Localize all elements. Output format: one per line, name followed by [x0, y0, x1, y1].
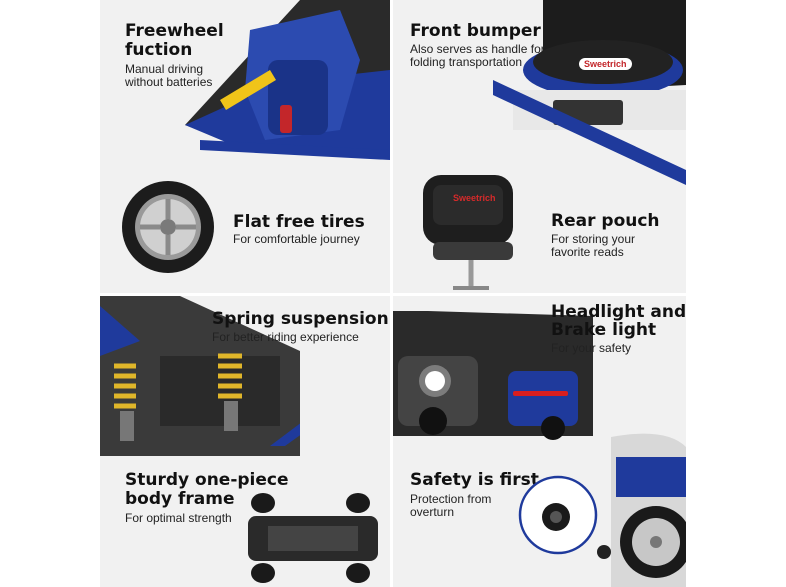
front-bumper-image — [493, 0, 686, 185]
freewheel-title-line2: fuction — [125, 40, 193, 60]
headlight-brake-image — [393, 311, 593, 440]
front-bumper-subtitle-line1: Also serves as handle for — [410, 42, 545, 56]
safety-title: Safety is first — [410, 470, 539, 490]
body-frame-subtitle: For optimal strength — [125, 511, 232, 525]
freewheel-subtitle-line1: Manual driving — [125, 62, 204, 76]
headlight-title-line1: Headlight and — [551, 302, 686, 322]
rear-pouch-subtitle-line2: favorite reads — [551, 245, 624, 259]
sweetrich-logo-pouch: Sweetrich — [453, 193, 496, 203]
front-bumper-subtitle-line2: folding transportation — [410, 55, 523, 69]
safety-subtitle-line1: Protection from — [410, 492, 492, 506]
flat-free-tires-title: Flat free tires — [233, 212, 365, 232]
sweetrich-logo-text: Sweetrich — [584, 59, 627, 69]
freewheel-title-line1: Freewheel — [125, 21, 224, 41]
rear-pouch-seat-image — [423, 175, 513, 290]
freewheel-subtitle-line2: without batteries — [125, 75, 213, 89]
headlight-subtitle: For your safety — [551, 341, 632, 355]
front-bumper-title: Front bumper — [410, 21, 541, 41]
body-frame-title-line1: Sturdy one-piece — [125, 470, 289, 490]
body-frame-image — [248, 493, 378, 583]
spring-suspension-title: Spring suspension — [212, 309, 389, 329]
panel-suspension-frame: Spring suspension For better riding expe… — [100, 296, 390, 587]
panel-front-bumper: Sweetrich Front bumper Also serves as ha… — [393, 0, 686, 293]
body-frame-title-line2: body frame — [125, 489, 235, 509]
anti-tip-wheel-image — [518, 433, 686, 587]
rear-pouch-title: Rear pouch — [551, 211, 660, 231]
flat-free-tires-subtitle: For comfortable journey — [233, 232, 360, 246]
spring-suspension-subtitle: For better riding experience — [212, 330, 359, 344]
rear-pouch-subtitle-line1: For storing your — [551, 232, 636, 246]
safety-subtitle-line2: overturn — [410, 505, 455, 519]
panel-freewheel: Freewheel fuction Manual driving without… — [100, 0, 390, 293]
spring-suspension-image — [100, 296, 300, 456]
sweetrich-logo-front: Sweetrich — [579, 58, 632, 70]
panel-headlight-safety: Headlight and Brake light For your safet… — [393, 296, 686, 587]
freewheel-lever-image — [185, 0, 390, 160]
headlight-title-line2: Brake light — [551, 320, 657, 340]
flat-free-tire-image — [122, 181, 214, 273]
sweetrich-pouch-text: Sweetrich — [453, 193, 496, 203]
